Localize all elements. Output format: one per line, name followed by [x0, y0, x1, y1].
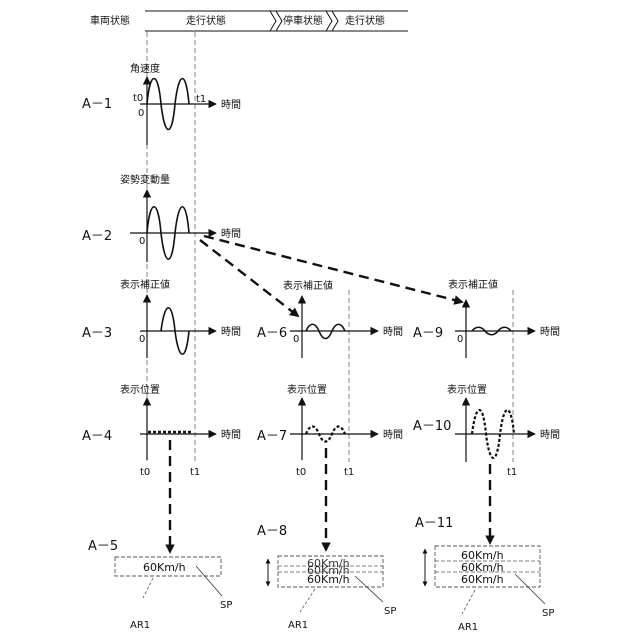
- graph-a9: A－9 表示補正値 0 時間: [413, 278, 560, 358]
- a3-title: 表示補正値: [120, 278, 170, 291]
- arrow-a2-to-a6: [200, 240, 298, 316]
- a9-title: 表示補正値: [448, 278, 498, 291]
- a3-zero: 0: [139, 334, 145, 345]
- a10-id: A－10: [413, 419, 451, 434]
- a1-t0: t0: [133, 93, 143, 104]
- vehicle-state-label: 車両状態: [90, 14, 130, 27]
- a4-t1: t1: [190, 467, 200, 478]
- graph-a10: A－10 表示位置 t1 時間: [413, 383, 560, 478]
- graph-a6: A－6 表示補正値 0 時間: [257, 279, 403, 358]
- graph-a3: A－3 表示補正値 0 時間: [82, 278, 241, 358]
- a11-sp-leader: [515, 574, 545, 604]
- a4-axis-label: 時間: [221, 429, 241, 441]
- a5-speed: 60Km/h: [143, 561, 186, 574]
- a9-id: A－9: [413, 326, 443, 341]
- a11-id: A－11: [415, 516, 453, 531]
- a4-t0: t0: [140, 467, 150, 478]
- graph-a7: A－7 表示位置 t0 t1 時間: [257, 383, 403, 478]
- a5-sp: SP: [220, 600, 232, 611]
- state-stopped: 停車状態: [283, 14, 323, 27]
- state-divider-2: [326, 11, 338, 31]
- display-a5: A－5 60Km/h AR1 SP: [88, 539, 232, 631]
- a4-id: A－4: [82, 429, 112, 444]
- state-driving-2: 走行状態: [345, 14, 385, 27]
- a7-t1: t1: [344, 467, 354, 478]
- a5-ar: AR1: [130, 620, 150, 631]
- state-driving-1: 走行状態: [186, 14, 226, 27]
- a6-axis-label: 時間: [383, 326, 403, 338]
- a11-sp: SP: [542, 608, 554, 619]
- a1-t1: t1: [196, 94, 206, 105]
- a8-ar: AR1: [288, 620, 308, 631]
- a6-zero: 0: [293, 334, 299, 345]
- a6-id: A－6: [257, 326, 287, 341]
- a8-sp-leader: [355, 576, 383, 602]
- a1-title: 角速度: [130, 62, 160, 75]
- a3-axis-label: 時間: [221, 326, 241, 338]
- a2-axis-label: 時間: [221, 228, 241, 240]
- a8-id: A－8: [257, 524, 287, 539]
- display-a11: A－11 60Km/h 60Km/h 60Km/h AR1 SP: [415, 516, 554, 633]
- a7-title: 表示位置: [287, 383, 327, 396]
- a10-t1: t1: [507, 467, 517, 478]
- a3-id: A－3: [82, 326, 112, 341]
- graph-a2: A－2 姿勢変動量 0 時間: [82, 173, 241, 262]
- a1-zero: 0: [138, 108, 144, 119]
- a5-id: A－5: [88, 539, 118, 554]
- graph-a1: A－1 角速度 t0 t1 0 時間: [82, 62, 241, 145]
- state-divider-1: [270, 11, 282, 31]
- a9-zero: 0: [457, 334, 463, 345]
- a5-ar-leader: [143, 578, 153, 598]
- a1-id: A－1: [82, 97, 112, 112]
- a2-id: A－2: [82, 229, 112, 244]
- a11-speed: 60Km/h: [461, 573, 504, 586]
- a8-speed: 60Km/h: [307, 573, 350, 586]
- vehicle-state-header: 車両状態 走行状態 停車状態 走行状態: [90, 11, 408, 31]
- display-a8: A－8 60Km/h 60Km/h 60Km/h AR1 SP: [257, 524, 396, 631]
- a9-axis-label: 時間: [540, 326, 560, 338]
- a8-sp: SP: [384, 606, 396, 617]
- a1-axis-label: 時間: [221, 99, 241, 111]
- graph-a4: A－4 表示位置 t0 t1 時間: [82, 383, 241, 478]
- a11-ar: AR1: [458, 622, 478, 633]
- a7-t0: t0: [296, 467, 306, 478]
- a4-title: 表示位置: [120, 383, 160, 396]
- a2-title: 姿勢変動量: [120, 173, 170, 186]
- a7-axis-label: 時間: [383, 429, 403, 441]
- a10-title: 表示位置: [447, 383, 487, 396]
- a5-sp-leader: [196, 566, 222, 596]
- a10-axis-label: 時間: [540, 429, 560, 441]
- a8-ar-leader: [300, 589, 315, 612]
- a6-title: 表示補正値: [283, 279, 333, 292]
- a2-zero: 0: [139, 236, 145, 247]
- a7-id: A－7: [257, 429, 287, 444]
- a11-ar-leader: [462, 590, 475, 614]
- arrow-a2-to-a9: [204, 236, 462, 302]
